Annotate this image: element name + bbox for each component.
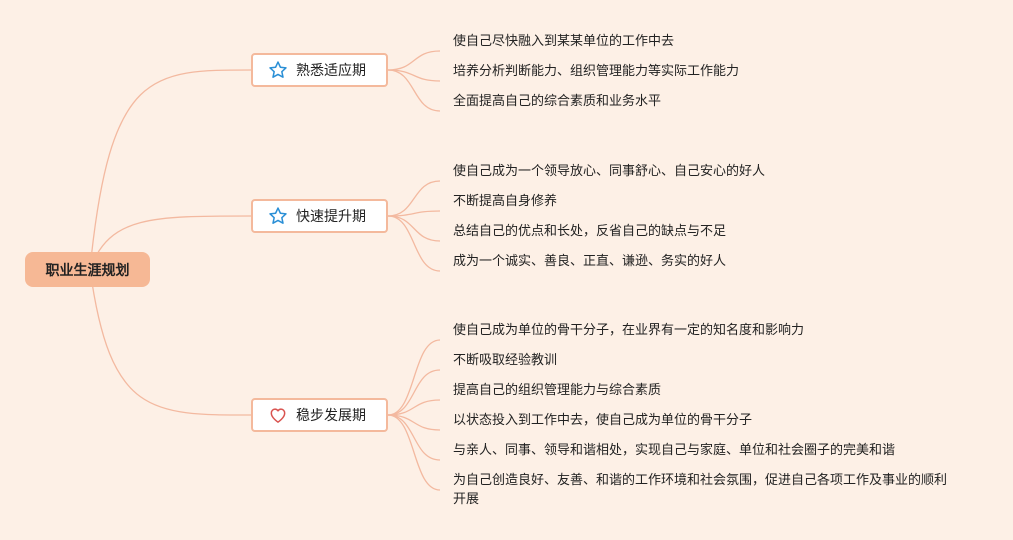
branch-leaf-connector [387, 399, 441, 416]
leaf-item: 总结自己的优点和长处，反省自己的缺点与不足 [453, 224, 727, 239]
leaf-item: 全面提高自己的综合素质和业务水平 [453, 94, 662, 109]
branch-label: 熟悉适应期 [296, 63, 366, 79]
leaf-item: 使自己成为单位的骨干分子，在业界有一定的知名度和影响力 [453, 323, 805, 338]
branch-leaf-connector [387, 215, 441, 242]
root-branch-connector [89, 69, 252, 270]
leaf-item: 使自己成为一个领导放心、同事舒心、自己安心的好人 [453, 164, 766, 179]
branch-leaf-connector [387, 339, 441, 416]
branch-leaf-connector [387, 369, 441, 416]
leaf-item: 提高自己的组织管理能力与综合素质 [453, 383, 662, 398]
root-label: 职业生涯规划 [45, 262, 130, 279]
branch-leaf-connector [387, 69, 441, 112]
star-icon [268, 206, 288, 226]
heart-icon [268, 405, 288, 425]
branch-node-rapid-improvement[interactable]: 快速提升期 [251, 199, 388, 233]
branch-node-steady-development[interactable]: 稳步发展期 [251, 398, 388, 432]
star-icon [268, 60, 288, 80]
leaf-item: 使自己尽快融入到某某单位的工作中去 [453, 34, 675, 49]
root-branch-connector [89, 215, 252, 270]
leaf-item: 以状态投入到工作中去，使自己成为单位的骨干分子 [453, 413, 753, 428]
branch-leaf-connector [387, 180, 441, 217]
branch-node-familiarization[interactable]: 熟悉适应期 [251, 53, 388, 87]
root-node[interactable]: 职业生涯规划 [25, 252, 150, 287]
root-branch-connector [89, 268, 252, 416]
branch-leaf-connector [387, 414, 441, 461]
leaf-item: 成为一个诚实、善良、正直、谦逊、务实的好人 [453, 254, 727, 269]
leaf-item: 与亲人、同事、领导和谐相处，实现自己与家庭、单位和社会圈子的完美和谐 [453, 443, 896, 458]
branch-leaf-connector [387, 210, 441, 217]
leaf-item: 为自己创造良好、友善、和谐的工作环境和社会氛围，促进自己各项工作及事业的顺利开展 [453, 473, 948, 507]
leaf-item: 培养分析判断能力、组织管理能力等实际工作能力 [453, 64, 740, 79]
branch-leaf-connector [387, 50, 441, 71]
branch-leaf-connector [387, 414, 441, 491]
leaf-item: 不断提高自身修养 [453, 194, 558, 209]
leaf-item: 不断吸取经验教训 [453, 353, 558, 368]
branch-leaf-connector [387, 215, 441, 272]
branch-label: 快速提升期 [296, 209, 366, 225]
branch-label: 稳步发展期 [296, 408, 366, 424]
